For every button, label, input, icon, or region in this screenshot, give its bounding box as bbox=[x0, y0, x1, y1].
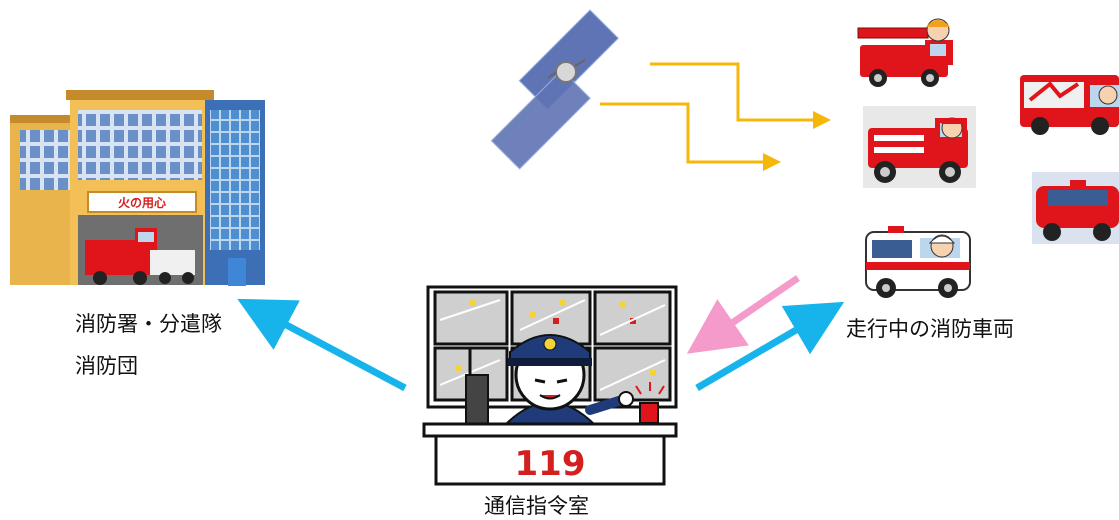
emergency-number: 119 bbox=[515, 444, 586, 484]
fire-command-truck-icon bbox=[1020, 75, 1119, 135]
fire-car-icon bbox=[1032, 172, 1119, 244]
fire-station-icon: 火の用心 bbox=[10, 90, 265, 286]
arrow-to-station bbox=[237, 298, 407, 392]
building-sign: 火の用心 bbox=[118, 196, 166, 210]
label-fire-corps: 消防団 bbox=[75, 354, 138, 378]
fire-truck-pump-icon bbox=[863, 106, 976, 188]
fire-truck-ladder-icon bbox=[857, 18, 953, 87]
label-moving-vehicles: 走行中の消防車両 bbox=[846, 317, 1014, 341]
dispatcher-icon bbox=[502, 334, 634, 426]
satellite-icon bbox=[490, 9, 619, 170]
label-dispatch-center: 通信指令室 bbox=[484, 494, 589, 518]
label-fire-station: 消防署・分遣隊 bbox=[75, 312, 222, 336]
ambulance-icon bbox=[865, 226, 971, 298]
arrow-from-vehicles bbox=[686, 275, 800, 354]
dispatch-center-icon: 119 bbox=[422, 285, 678, 486]
satellite-signal-arrows bbox=[600, 62, 831, 171]
arrow-to-vehicles bbox=[695, 301, 845, 392]
